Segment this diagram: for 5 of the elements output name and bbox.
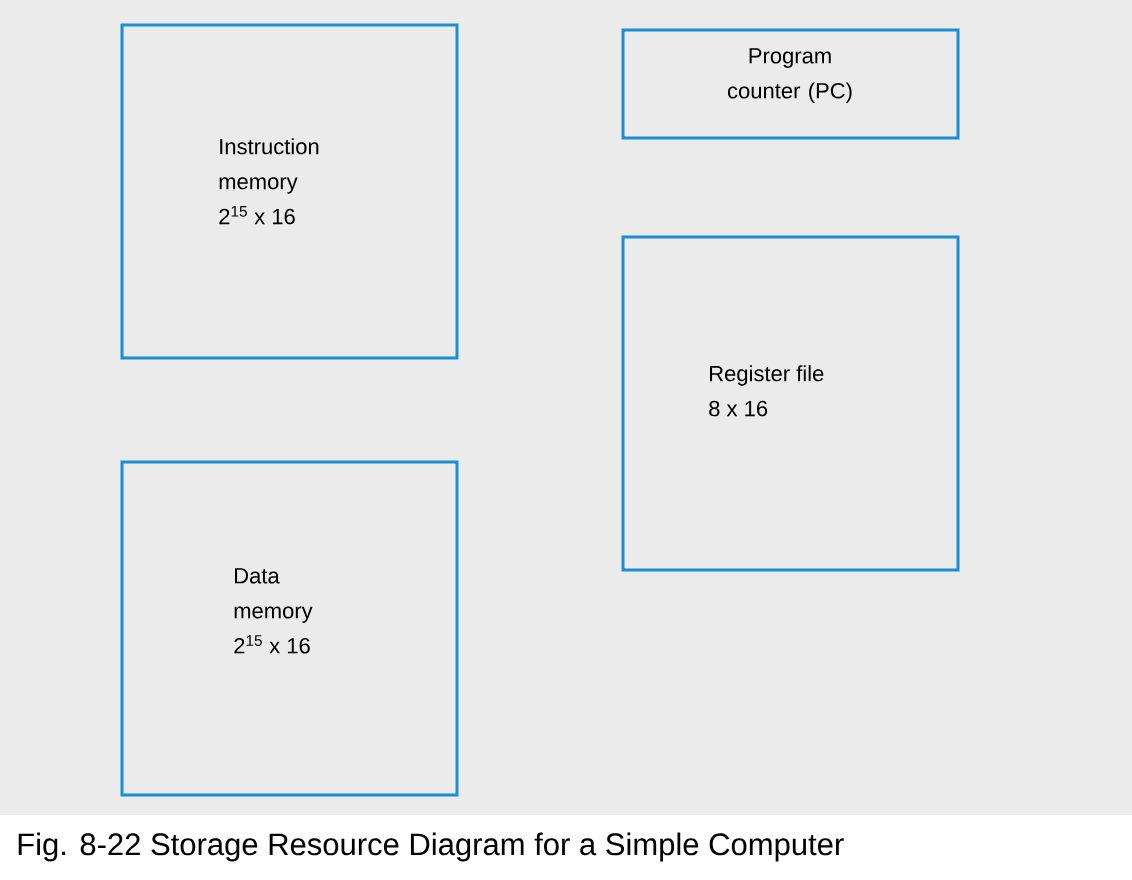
storage-box: Instruction memory 2$^{15}$ x 16 [120, 23, 459, 360]
caption: Fig. 8-22 Storage Resource Diagram for a Simple Computer [18, 832, 844, 862]
storage-box: Register file 8 x 16 [621, 235, 960, 572]
storage-box: Program counter (PC) [621, 28, 960, 140]
storage-box: Data memory 2$^{15}$ x 16 [120, 460, 459, 797]
